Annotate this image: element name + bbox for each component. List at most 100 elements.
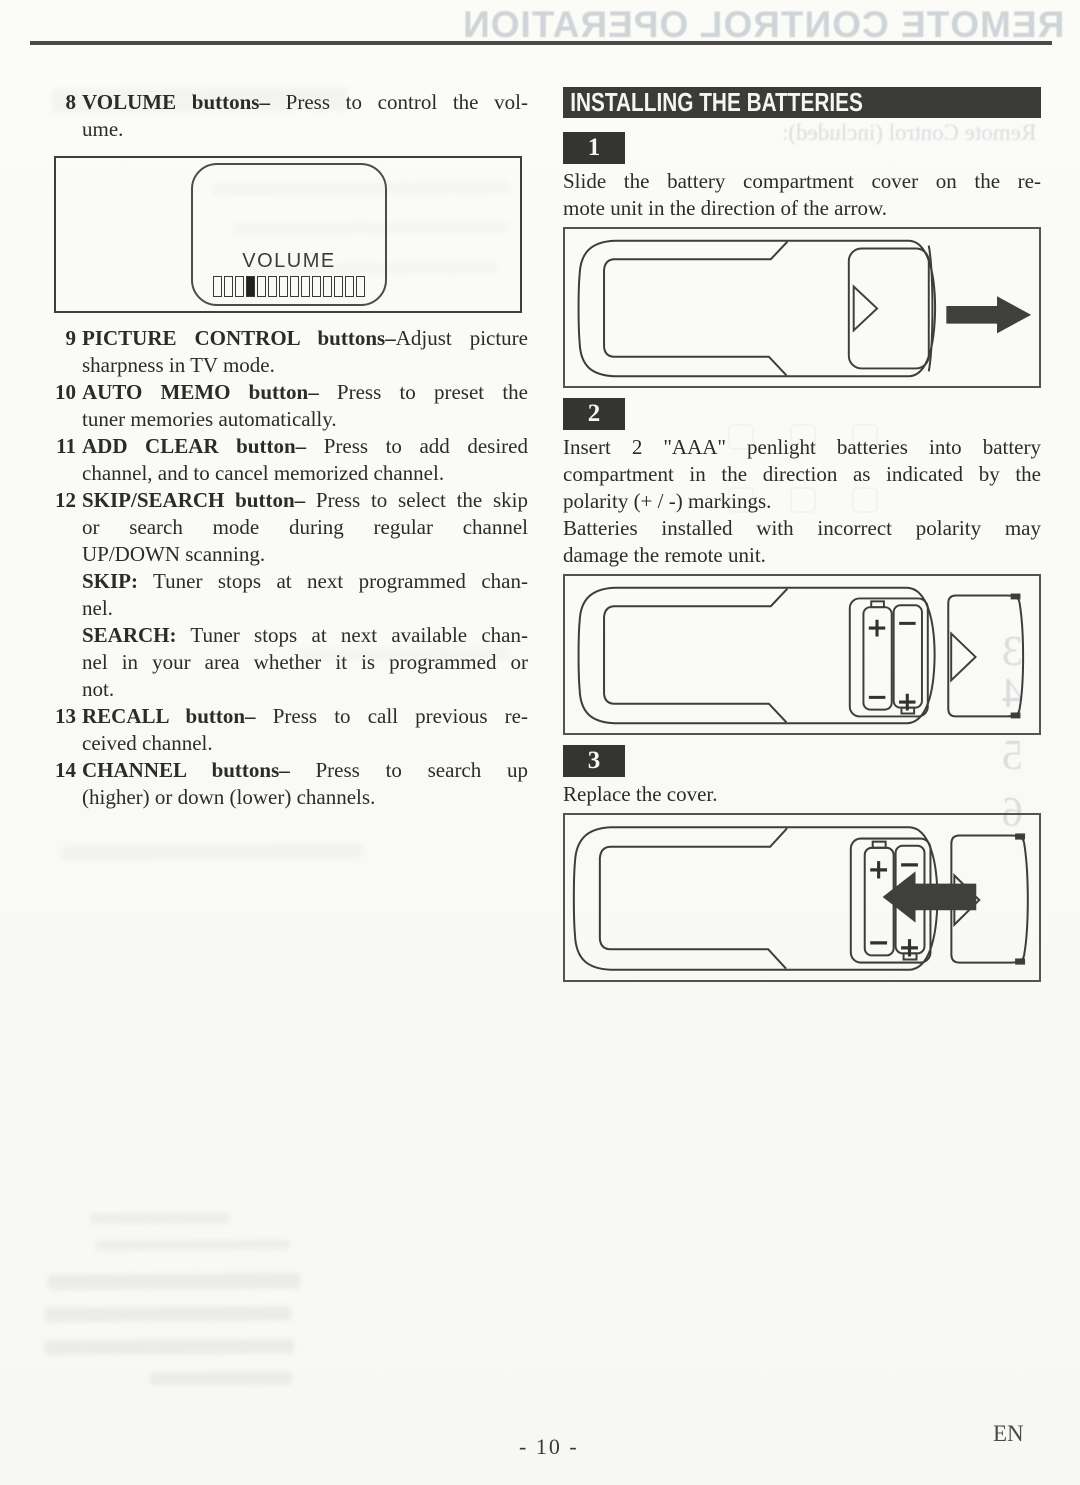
text-line: CHANNEL buttons– Press to search up (82, 757, 528, 784)
illustration-replace-cover: + − − + (563, 813, 1041, 982)
volume-segment (312, 276, 321, 297)
polarity-plus-mark: + (896, 688, 918, 718)
ghost-smudge (44, 1339, 295, 1355)
item-text: RECALL button– Press to call previous re… (82, 703, 528, 757)
illustration-insert-batteries: + − − + (563, 574, 1041, 735)
battery-cover-on-remote (847, 247, 930, 370)
body-text: mote unit in the direction of the arrow. (563, 196, 888, 220)
text-line: mote unit in the direction of the arrow. (563, 195, 1041, 222)
button-name-label: RECALL button– (82, 704, 256, 728)
button-name-label: SKIP/SEARCH button– (82, 488, 306, 512)
polarity-minus-mark: − (896, 609, 918, 639)
text-line: sharpness in TV mode. (82, 352, 528, 379)
step-1-text: Slide the battery compartment cover on t… (563, 168, 1041, 222)
text-line: SEARCH: Tuner stops at next available ch… (82, 622, 528, 649)
polarity-minus-mark: − (898, 849, 921, 880)
step-3: 3 Replace the cover. (563, 745, 1041, 982)
text-line: ume. (82, 116, 528, 143)
body-text: sharpness in TV mode. (82, 353, 275, 377)
polarity-plus-mark: + (866, 613, 888, 643)
polarity-minus-mark: − (866, 683, 888, 713)
volume-segment (301, 276, 310, 297)
text-line: tuner memories automatically. (82, 406, 528, 433)
tv-screen-outline: VOLUME (191, 163, 387, 306)
remote-body-outline (579, 588, 935, 724)
polarity-plus-mark: + (898, 932, 921, 963)
step-1: 1 Slide the battery compartment cover on… (563, 132, 1041, 388)
body-text: Press to call previous re- (255, 704, 528, 728)
text-line: UP/DOWN scanning. (82, 541, 528, 568)
volume-segment (323, 276, 332, 297)
step-number-badge: 3 (563, 745, 625, 777)
text-line: Replace the cover. (563, 781, 1041, 808)
text-line: compartment in the direction as indicate… (563, 461, 1041, 488)
remote-back-drawing (565, 229, 1032, 386)
item-number: 11 (56, 434, 76, 458)
step-3-text: Replace the cover. (563, 781, 1041, 808)
cover-tab-bottom (1015, 958, 1026, 965)
volume-segment (279, 276, 288, 297)
volume-segment (235, 276, 244, 297)
cover-triangle-icon (950, 631, 977, 683)
text-line: SKIP/SEARCH button– Press to select the … (82, 487, 528, 514)
volume-segment (290, 276, 299, 297)
polarity-plus-mark: + (867, 854, 890, 885)
button-name-label: SEARCH: (82, 623, 177, 647)
item-text: CHANNEL buttons– Press to search up(high… (82, 757, 528, 811)
ghost-smudge (61, 843, 363, 861)
body-text: not. (82, 677, 115, 701)
slide-arrow-left-icon (882, 871, 977, 923)
body-text: (higher) or down (lower) channels. (82, 785, 376, 809)
text-line: PICTURE CONTROL buttons–Adjust picture (82, 325, 528, 352)
item-text: SKIP/SEARCH button– Press to select the … (82, 487, 528, 703)
body-text: nel. (82, 596, 113, 620)
ghost-smudge (47, 1273, 301, 1290)
body-text: polarity (+ / -) markings. (563, 489, 772, 513)
body-text: Press to control the vol- (269, 90, 529, 114)
text-line: not. (82, 676, 528, 703)
body-text: damage the remote unit. (563, 543, 766, 567)
body-text: Press to select the skip (305, 488, 529, 512)
body-text: Press to add desired (306, 434, 528, 458)
slide-arrow-right-icon (946, 296, 1032, 334)
text-line: VOLUME buttons– Press to control the vol… (82, 89, 528, 116)
battery-compartment (848, 597, 929, 718)
battery-right-terminal (900, 706, 916, 715)
remote-face-outline (604, 589, 787, 723)
volume-segment (224, 276, 233, 297)
step-2-text: Insert 2 "AAA" penlight batteries into b… (563, 434, 1041, 569)
text-line: channel, and to cancel memorized channel… (82, 460, 528, 487)
button-name-label: AUTO MEMO button– (82, 380, 319, 404)
battery-cover-detached (948, 596, 1023, 717)
volume-osd-figure: VOLUME (54, 156, 522, 313)
remote-batteries-drawing: + − − + (565, 576, 1039, 733)
button-name-label: ADD CLEAR button– (82, 434, 307, 458)
body-text: channel, and to cancel memorized channel… (82, 461, 445, 485)
body-text: ceived channel. (82, 731, 213, 755)
section-header-bar: INSTALLING THE BATTERIES (563, 87, 1041, 118)
battery-left-terminal (870, 600, 885, 609)
ghost-smudge (94, 1239, 291, 1251)
cover-tab-bottom (1010, 712, 1021, 719)
body-text: Batteries installed with incorrect polar… (563, 516, 1041, 540)
text-line: ADD CLEAR button– Press to add desired (82, 433, 528, 460)
right-column: INSTALLING THE BATTERIES 1 Slide the bat… (563, 87, 1041, 992)
volume-segment (257, 276, 266, 297)
cover-edge-curve (929, 246, 933, 372)
remote-face-outline (604, 242, 787, 376)
body-text: Slide the battery compartment cover on t… (563, 169, 1041, 193)
item-number: 12 (55, 488, 76, 512)
body-text: Tuner stops at next available chan- (176, 623, 528, 647)
text-line: or search mode during regular channel (82, 514, 528, 541)
